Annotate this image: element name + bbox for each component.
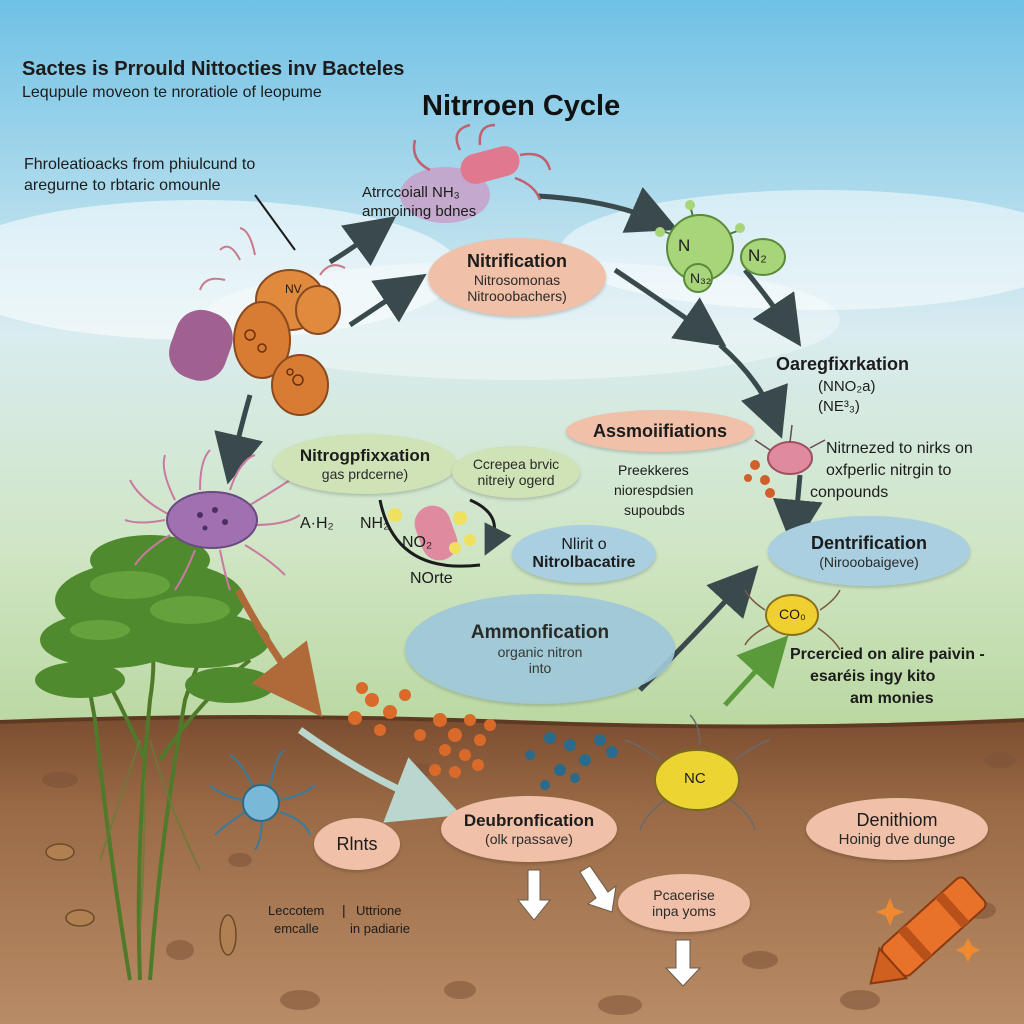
node-peacerise: Pcacerise inpa yoms	[618, 874, 750, 932]
left-note-line-2: aregurne to rbtaric omounle	[24, 177, 221, 194]
node-denitrification: Dentrification (Nirooobaigeve)	[768, 516, 970, 586]
ammonification-title: Ammonfication	[470, 622, 610, 643]
nitrit-line-2: Nitrolbacatire	[532, 554, 636, 571]
nitrized-line-2: oxfperlic nitrgin to	[826, 462, 952, 479]
peacerise-line-2: inpa yoms	[652, 903, 716, 919]
n-chem-label-1: N	[678, 236, 691, 255]
nv-label: NV	[285, 282, 302, 296]
header-line-2: Lequpule moveon te nroratiole of leopume	[22, 84, 322, 101]
crepea-line-1: Ccrepea brvic	[472, 456, 560, 472]
bacteria-cluster-illustration	[169, 227, 346, 416]
plant-illustration	[35, 535, 275, 981]
nitrized-line-3: conpounds	[810, 484, 889, 501]
crayon-illustration	[869, 876, 987, 985]
nitrification-title: Nitrification	[466, 250, 567, 271]
nitrification-line-2: Nitrooobachers)	[467, 287, 567, 304]
peacerise-line-1: Pcacerise	[653, 887, 715, 903]
node-deubronfication: Deubronfication (olk rpassave)	[441, 796, 617, 862]
ultr-line-1: Uttrione	[356, 903, 402, 918]
node-ammonification: Ammonfication organic nitron into	[405, 594, 675, 704]
precied-line-1: Prcercied on alire paivin -	[790, 646, 985, 663]
ammonification-line-1: organic nitron	[497, 644, 583, 660]
lecent-line-2: emcalle	[274, 921, 319, 936]
cycle-arrows	[214, 187, 823, 823]
ammonification-line-2: into	[528, 660, 552, 676]
node-assimilation: Assmoiifiations	[566, 410, 754, 452]
assimilation-title: Assmoiifiations	[592, 420, 728, 441]
rints-title: Rlnts	[336, 833, 378, 854]
denitrification-line-1: (Nirooobaigeve)	[819, 553, 919, 570]
divider: |	[342, 902, 346, 918]
deubronfication-line-1: (olk rpassave)	[485, 831, 573, 847]
oxy-fixation-title: Oaregfixrkation	[776, 354, 910, 374]
node-nitrogen-fixation: Nitrogpfixxation gas prdcerne)	[273, 434, 457, 494]
left-note-line-1: Fhroleatioacks from phiulcund to	[24, 156, 256, 173]
no2-label: NO₂	[402, 534, 433, 551]
nitrification-line-1: Nitrosomonas	[473, 271, 561, 288]
lecent-line-1: Leccotem	[268, 903, 325, 918]
top-bacteria-label-1: Atrrccoiall NH₃	[362, 184, 460, 201]
prek-line-1: Preekkeres	[618, 462, 689, 478]
precied-line-2: esaréis ingy kito	[810, 668, 936, 685]
norte-label: NOrte	[410, 570, 453, 587]
denithiom-title: Denithiom	[856, 810, 938, 830]
nh2-label: NH₂	[360, 515, 390, 532]
node-nitrification: Nitrification Nitrosomonas Nitrooobacher…	[428, 238, 606, 316]
n-chem-label-3: N₃₂	[690, 270, 712, 286]
fixation-title: Nitrogpfixxation	[299, 446, 431, 465]
node-rints: Rlnts	[314, 818, 400, 870]
nc-label: NC	[684, 770, 706, 787]
prek-line-2: niorespdsien	[614, 482, 694, 498]
node-nitrit: Nlirit o Nitrolbacatire	[512, 525, 656, 583]
crepea-line-2: nitreiy ogerd	[477, 472, 555, 488]
oxy-formula-1: (NNO₂a)	[818, 378, 876, 395]
header-line-1: Sactes is Prrould Nittocties inv Bactele…	[22, 58, 405, 80]
nitrized-line-1: Nitrnezed to nirks on	[826, 440, 973, 457]
denithiom-line-1: Hoinig dve dunge	[838, 831, 956, 848]
denitrification-title: Dentrification	[810, 532, 927, 553]
precied-line-3: am monies	[850, 690, 934, 707]
deubronfication-title: Deubronfication	[463, 811, 595, 830]
prek-line-3: supoubds	[624, 502, 685, 518]
node-crepea: Ccrepea brvic nitreiy ogerd	[452, 446, 580, 498]
node-denithiom: Denithiom Hoinig dve dunge	[806, 798, 988, 860]
oxy-formula-2: (NE³₃)	[818, 398, 860, 415]
ultr-line-2: in padiarie	[350, 921, 410, 936]
diagram-title: Nitrroen Cycle	[422, 90, 621, 122]
n-chem-label-2: N₂	[748, 246, 767, 265]
top-bacteria-label-2: amnoining bdnes	[362, 203, 477, 220]
nitrit-title: Nlirit o	[561, 536, 607, 553]
nh2-left-label: A·H₂	[300, 515, 334, 532]
co-label: CO₀	[779, 606, 806, 622]
fixation-line-1: gas prdcerne)	[321, 466, 409, 482]
